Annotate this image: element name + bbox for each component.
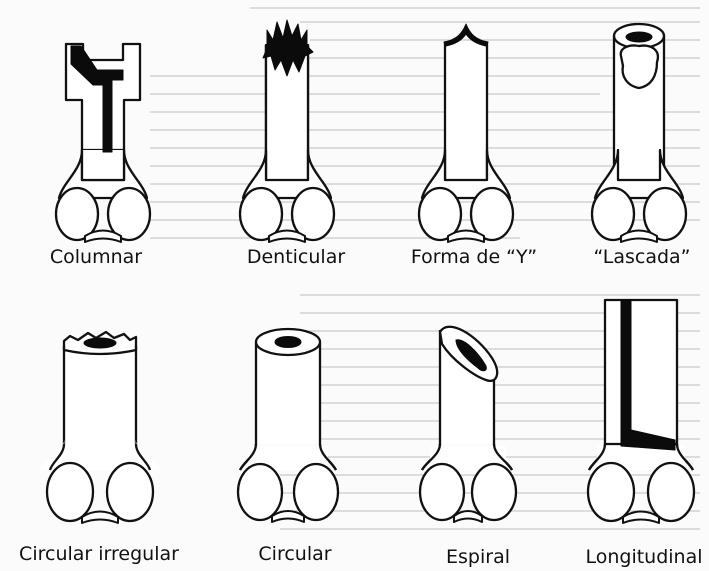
lascada-bone-flake (621, 45, 658, 88)
fracture-longitudinal (588, 300, 694, 523)
label-circular: Circular (258, 543, 331, 565)
circular-cavity (275, 337, 301, 348)
label-denticular: Denticular (247, 246, 345, 268)
label-forma-y: Forma de “Y” (411, 246, 537, 268)
label-longitudinal: Longitudinal (585, 546, 702, 568)
label-circular-irregular: Circular irregular (19, 543, 179, 565)
label-lascada: “Lascada” (593, 246, 690, 268)
label-espiral: Espiral (446, 546, 510, 568)
fracture-forma-y (419, 24, 513, 242)
fracture-lascada (592, 24, 686, 242)
label-columnar: Columnar (50, 246, 142, 268)
fracture-denticular (240, 20, 334, 242)
fracture-circular-irregular (39, 332, 161, 523)
fracture-columnar (56, 44, 150, 242)
lascada-medullary-cavity (626, 32, 652, 42)
circular-irregular-cavity (84, 338, 116, 348)
